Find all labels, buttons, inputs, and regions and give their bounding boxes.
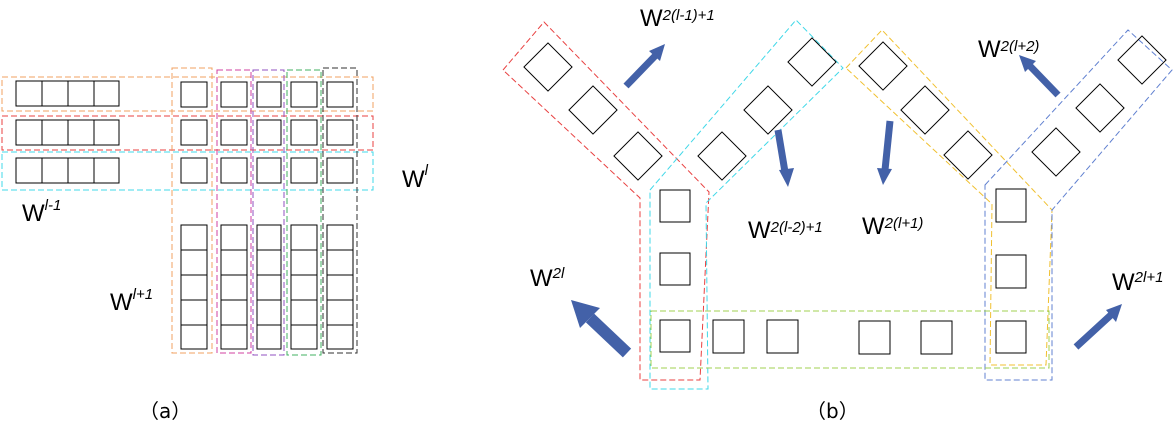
green-bottom-boundary (650, 310, 1050, 369)
weight-strip-column-1 (180, 224, 208, 350)
panel-a: Wl-1 Wl Wl+1 （a） (1, 67, 429, 423)
arrow-up-left-top-right (1019, 55, 1061, 98)
red-branch-boundary (502, 21, 710, 381)
weight-strip-column-5 (326, 224, 354, 350)
green-column-box (286, 69, 322, 356)
weight-strip-row-1 (15, 80, 120, 107)
cell-grid (180, 81, 354, 184)
weight-strip-column-2 (220, 224, 248, 350)
right-vertical-column (995, 188, 1027, 354)
label-w-3: W2(l-2)+1 (748, 217, 823, 244)
right-outer-arm (1031, 35, 1167, 177)
label-w-5: W2l (530, 265, 565, 292)
cyan-row-box (1, 151, 374, 191)
orange-column-box (171, 67, 213, 354)
purple-column-box (252, 69, 285, 356)
arrow-up-right-bottom (1073, 304, 1122, 350)
arrow-up-left-bottom (571, 300, 632, 358)
label-w-1: W2(l-1)+1 (640, 5, 715, 32)
blue-branch-boundary (984, 29, 1173, 381)
black-column-box (322, 67, 358, 354)
bottom-row-cells (712, 319, 953, 355)
left-inner-arm (697, 37, 837, 181)
cyan-branch-boundary (649, 19, 844, 390)
weight-strip-row-2 (15, 119, 120, 146)
label-w-4: W2(l+1) (862, 213, 923, 240)
right-inner-arm (858, 41, 993, 180)
panel-b: W2(l-1)+1 W2(l+2) W2(l-2)+1 W2(l+1) W2l … (502, 5, 1173, 423)
weight-strip-row-3 (15, 157, 120, 184)
weight-strip-column-3 (256, 224, 282, 350)
label-w-cur: Wl (402, 162, 429, 193)
arrow-up-right-top-left (623, 44, 665, 89)
red-row-box (1, 115, 374, 151)
magenta-column-box (216, 69, 252, 354)
label-w-next: Wl+1 (110, 286, 153, 316)
left-vertical-column (659, 189, 691, 353)
orange-row-box (1, 76, 374, 112)
label-w-prev: Wl-1 (22, 197, 61, 227)
label-w-2: W2(l+2) (978, 36, 1039, 63)
arrow-down-right-center (877, 120, 894, 185)
yellow-branch-boundary (845, 29, 1053, 366)
arrow-down-left-center (774, 129, 794, 187)
label-w-6: W2l+1 (1112, 269, 1163, 296)
caption-a: （a） (139, 399, 191, 423)
weight-strip-column-4 (290, 224, 318, 350)
caption-b: （b） (806, 399, 859, 423)
left-outer-arm (523, 42, 663, 181)
